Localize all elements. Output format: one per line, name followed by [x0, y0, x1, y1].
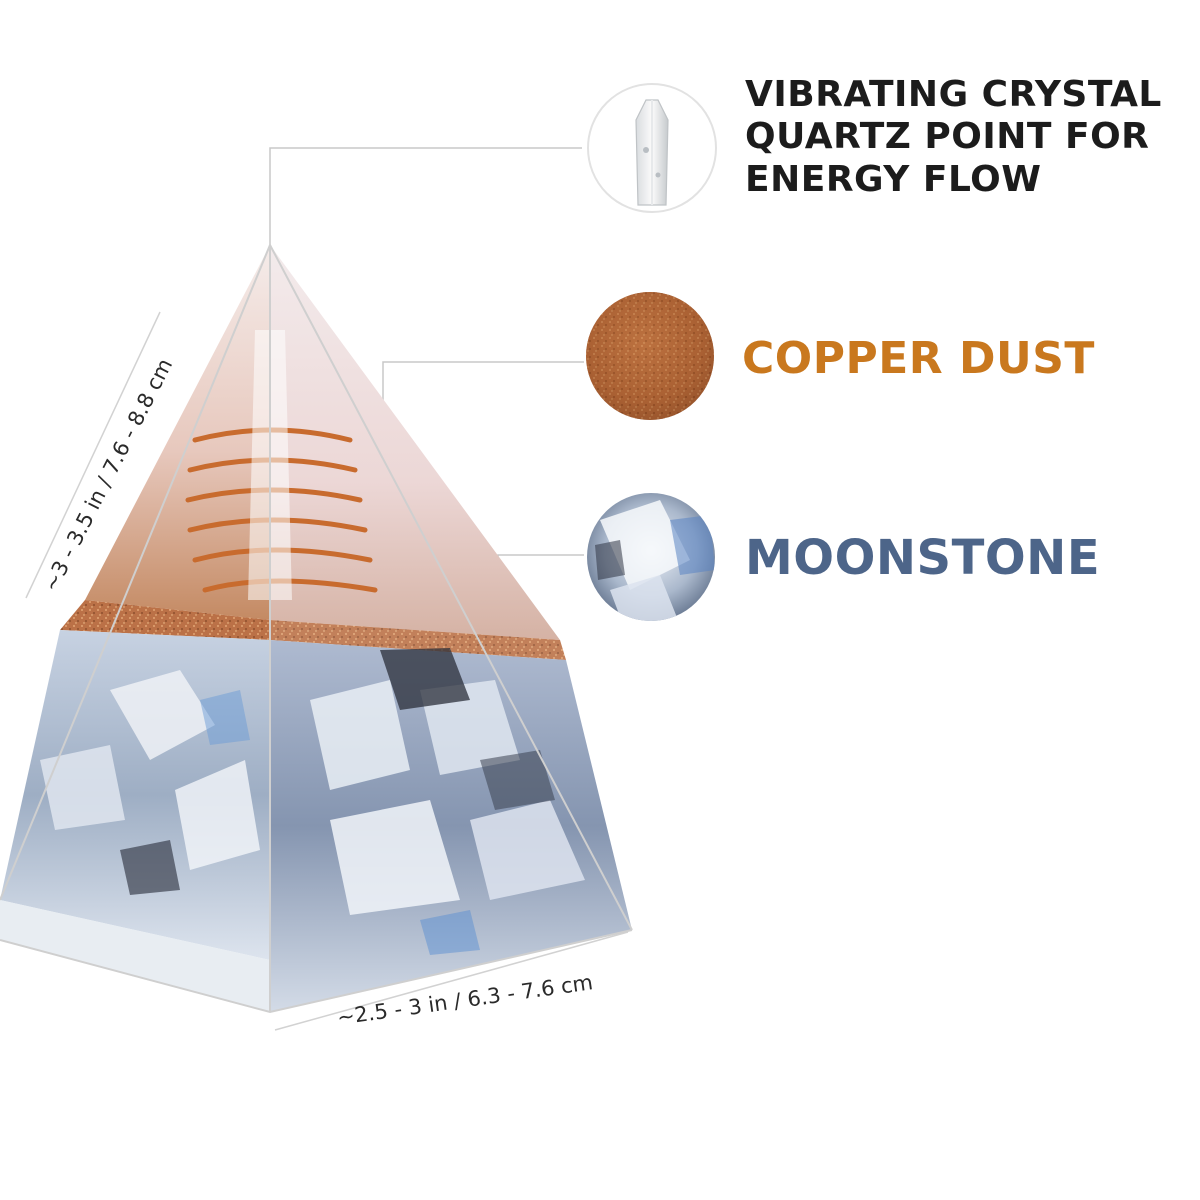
- moonstone-icon: [587, 493, 715, 621]
- quartz-point-icon: [587, 83, 717, 213]
- moonstone-label: MOONSTONE: [745, 530, 1101, 586]
- quartz-point-label: VIBRATING CRYSTAL QUARTZ POINT FOR ENERG…: [745, 74, 1195, 201]
- copper-callout-line: [382, 361, 584, 410]
- copper-dust-icon: [586, 292, 714, 420]
- base-dimension-line: [274, 931, 629, 1031]
- quartz-callout-line: [269, 147, 582, 245]
- height-dimension-line: [25, 311, 161, 599]
- quartz-label-line-2: QUARTZ POINT FOR: [745, 116, 1150, 158]
- orgone-pyramid: [0, 244, 633, 1014]
- quartz-label-line-3: ENERGY FLOW: [745, 158, 1042, 200]
- quartz-label-line-1: VIBRATING CRYSTAL: [745, 74, 1162, 115]
- copper-dust-label: COPPER DUST: [742, 333, 1095, 384]
